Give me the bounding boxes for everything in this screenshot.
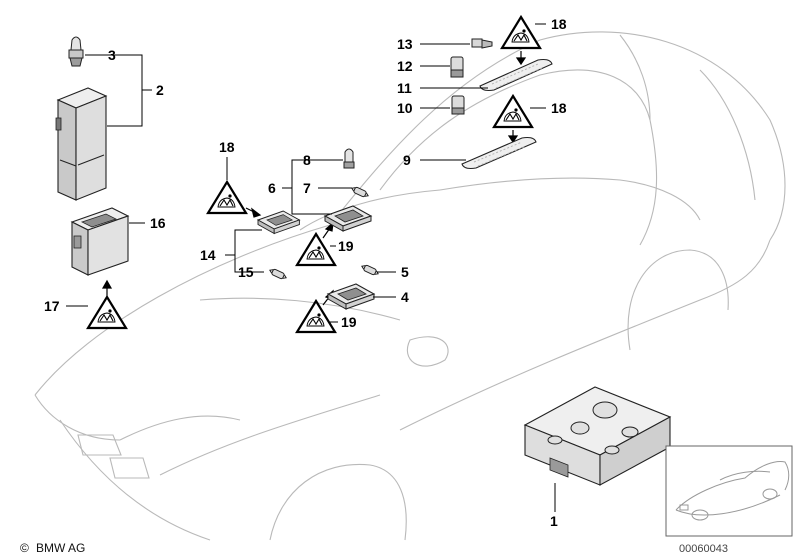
part-13-bulb: [471, 38, 493, 49]
part-2-housing: [55, 87, 108, 201]
copyright-symbol: ©: [20, 541, 29, 555]
callout-3: 3: [108, 47, 116, 63]
callout-6: 6: [268, 180, 276, 196]
warning-triangle-icon: [295, 299, 337, 334]
part-15-bulb-icon: [268, 266, 288, 282]
callout-15: 15: [238, 264, 254, 280]
callout-5: 5: [401, 264, 409, 280]
callout-2: 2: [156, 82, 164, 98]
callout-11: 11: [397, 80, 412, 96]
callout-8: 8: [303, 152, 311, 168]
part-8-bulb: [343, 148, 355, 169]
callout-14: 14: [200, 247, 216, 263]
callout-10: 10: [397, 100, 413, 116]
part-9-lens: [461, 136, 537, 170]
callout-18: 18: [219, 139, 235, 155]
arrows: [101, 51, 527, 306]
part-12-socket: [450, 56, 464, 78]
part-1-bulb-kit: [523, 386, 672, 486]
callout-17: 17: [44, 298, 60, 314]
part-3-bulb: [68, 36, 84, 67]
part-16-light-unit: [70, 207, 130, 276]
callout-1: 1: [550, 513, 558, 529]
callout-7: 7: [303, 180, 311, 196]
callout-18: 18: [551, 100, 567, 116]
callout-19: 19: [338, 238, 354, 254]
callouts: 3 2 16 17 18 18 18 13 12 11 10 9 8 7 6 1…: [44, 16, 567, 529]
part-5-bulb-icon: [360, 262, 380, 278]
car-outline: [34, 31, 786, 541]
warning-triangle-icon: [295, 232, 337, 267]
warning-triangle-icon: [500, 15, 542, 50]
brand-label: BMW AG: [36, 541, 85, 555]
drawing-number: 00060043: [679, 543, 728, 555]
warning-triangle-icon: [492, 94, 534, 129]
callout-13: 13: [397, 36, 413, 52]
callout-18: 18: [551, 16, 567, 32]
warning-triangle-icon: [86, 295, 128, 330]
callout-9: 9: [403, 152, 411, 168]
callout-12: 12: [397, 58, 413, 74]
part-11-lens: [479, 58, 553, 92]
warning-triangle-icon: [206, 180, 248, 215]
callout-16: 16: [150, 215, 166, 231]
thumbnail-car-icon: [665, 445, 793, 537]
callout-19: 19: [341, 314, 357, 330]
callout-4: 4: [401, 289, 409, 305]
part-10-socket: [451, 95, 465, 115]
leader-lines: [66, 23, 556, 512]
